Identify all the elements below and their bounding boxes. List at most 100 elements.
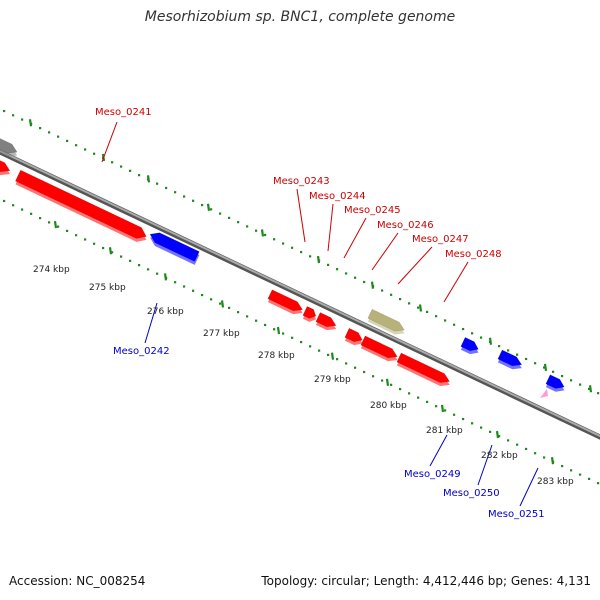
outer-tick-dot bbox=[237, 221, 240, 224]
inner-major-tick bbox=[440, 404, 445, 413]
outer-major-tick bbox=[418, 304, 423, 312]
outer-tick-dot bbox=[408, 302, 411, 305]
outer-tick-dot bbox=[201, 203, 204, 207]
gene-label-Meso_0246[interactable]: Meso_0246 bbox=[377, 220, 434, 231]
tick-label: 277 kbp bbox=[203, 329, 240, 339]
inner-major-tick bbox=[330, 352, 335, 360]
tick-label: 283 kbp bbox=[537, 477, 574, 487]
outer-tick-dot bbox=[327, 263, 330, 266]
tick-label: 282 kbp bbox=[481, 451, 518, 461]
gene-label-Meso_0250[interactable]: Meso_0250 bbox=[443, 488, 500, 499]
gene-Meso_0251-block[interactable] bbox=[545, 374, 568, 395]
outer-major-tick bbox=[206, 203, 211, 211]
outer-major-tick bbox=[543, 363, 548, 372]
leader-line-Meso_0242 bbox=[144, 302, 158, 344]
inner-tick-dot bbox=[129, 259, 132, 262]
outer-tick-dot bbox=[597, 392, 600, 395]
inner-tick-dot bbox=[327, 353, 330, 356]
outer-tick-dot bbox=[399, 298, 402, 301]
inner-major-tick bbox=[276, 326, 281, 335]
inner-tick-dot bbox=[408, 392, 411, 395]
tick-label: 275 kbp bbox=[89, 283, 126, 293]
inner-tick-dot bbox=[39, 217, 42, 220]
inner-major-tick bbox=[220, 300, 225, 308]
inner-tick-dot bbox=[138, 264, 141, 267]
gene-label-Meso_0243[interactable]: Meso_0243 bbox=[273, 176, 330, 187]
gene-Meso_0248-block[interactable] bbox=[396, 352, 454, 389]
inner-tick-dot bbox=[147, 268, 150, 271]
gene-features bbox=[0, 134, 568, 398]
gene-Meso_0243-block[interactable] bbox=[267, 289, 306, 318]
outer-major-tick bbox=[370, 281, 375, 289]
gene-Meso_0240-block[interactable] bbox=[0, 156, 13, 179]
outer-tick-dot bbox=[444, 319, 447, 322]
tick-label: 279 kbp bbox=[314, 375, 351, 385]
gene-Meso_0246-block[interactable] bbox=[367, 308, 408, 338]
leader-line-Meso_0244 bbox=[327, 203, 334, 252]
outer-tick-dot bbox=[174, 191, 177, 194]
outer-tick-dot bbox=[219, 212, 222, 215]
outer-tick-dot bbox=[354, 276, 357, 279]
outer-tick-dot bbox=[273, 238, 276, 241]
inner-tick-dot bbox=[174, 281, 177, 284]
gene-Meso_0241-block[interactable] bbox=[14, 169, 150, 245]
inner-major-tick bbox=[550, 457, 555, 465]
outer-tick-dot bbox=[156, 182, 159, 185]
inner-tick-dot bbox=[255, 319, 258, 322]
gene-Meso_0250-block[interactable] bbox=[497, 349, 526, 373]
outer-major-tick bbox=[28, 119, 33, 127]
tick-label: 276 kbp bbox=[147, 307, 184, 317]
inner-tick-dot bbox=[561, 464, 564, 468]
outer-tick-dot bbox=[111, 161, 114, 164]
gene-label-Meso_0242[interactable]: Meso_0242 bbox=[113, 346, 170, 357]
outer-major-tick bbox=[488, 337, 493, 345]
inner-tick-dot bbox=[354, 366, 357, 369]
outer-major-tick bbox=[316, 255, 321, 264]
grey-feature-block[interactable] bbox=[0, 134, 21, 160]
outer-tick-dot bbox=[309, 255, 312, 258]
outer-tick-dot bbox=[228, 216, 231, 219]
inner-tick-dot bbox=[192, 289, 195, 292]
outer-tick-dot bbox=[246, 225, 249, 228]
inner-tick-dot bbox=[66, 229, 69, 233]
gene-label-Meso_0245[interactable]: Meso_0245 bbox=[344, 205, 401, 216]
gene-label-Meso_0241[interactable]: Meso_0241 bbox=[95, 107, 152, 118]
inner-tick-dot bbox=[219, 302, 222, 305]
inner-tick-dot bbox=[12, 204, 15, 207]
leader-line-Meso_0246 bbox=[371, 232, 399, 271]
inner-tick-dot bbox=[264, 323, 267, 327]
gene-label-Meso_0244[interactable]: Meso_0244 bbox=[309, 191, 366, 202]
gene-label-Meso_0251[interactable]: Meso_0251 bbox=[488, 509, 545, 520]
inner-tick-dot bbox=[57, 225, 60, 228]
gene-label-Meso_0247[interactable]: Meso_0247 bbox=[412, 234, 469, 245]
outer-tick-dot bbox=[66, 139, 69, 143]
inner-tick-dot bbox=[75, 234, 78, 237]
inner-tick-dot bbox=[462, 417, 465, 421]
gene-Meso_0244-block[interactable] bbox=[302, 305, 320, 324]
outer-tick-dot bbox=[417, 306, 420, 309]
gene-Meso_0249-block[interactable] bbox=[460, 337, 482, 357]
leader-line-Meso_0248 bbox=[443, 261, 469, 303]
inner-tick-dot bbox=[363, 370, 366, 374]
leader-line-Meso_0241 bbox=[101, 121, 118, 163]
outer-tick-dot bbox=[12, 114, 15, 117]
outer-tick-dot bbox=[381, 289, 384, 292]
gene-Meso_0247-block[interactable] bbox=[344, 327, 366, 348]
gene-Meso_0242-block[interactable] bbox=[146, 229, 200, 265]
inner-tick-dot bbox=[516, 443, 519, 446]
inner-tick-dot bbox=[21, 208, 24, 211]
gene-label-Meso_0249[interactable]: Meso_0249 bbox=[404, 469, 461, 480]
inner-tick-dot bbox=[543, 456, 546, 459]
outer-tick-dot bbox=[498, 345, 501, 348]
outer-tick-dot bbox=[210, 208, 213, 211]
outer-tick-dot bbox=[453, 323, 456, 326]
gene-label-Meso_0248[interactable]: Meso_0248 bbox=[445, 249, 502, 260]
outer-tick-dot bbox=[291, 246, 294, 249]
gene-Meso_0245-block[interactable] bbox=[315, 312, 340, 334]
inner-tick-dot bbox=[534, 452, 537, 455]
outer-major-tick bbox=[588, 385, 593, 393]
gene-Meso_0248a-block[interactable] bbox=[360, 335, 401, 365]
map-title: Mesorhizobium sp. BNC1, complete genome bbox=[144, 9, 456, 25]
outer-tick-dot bbox=[570, 379, 573, 382]
